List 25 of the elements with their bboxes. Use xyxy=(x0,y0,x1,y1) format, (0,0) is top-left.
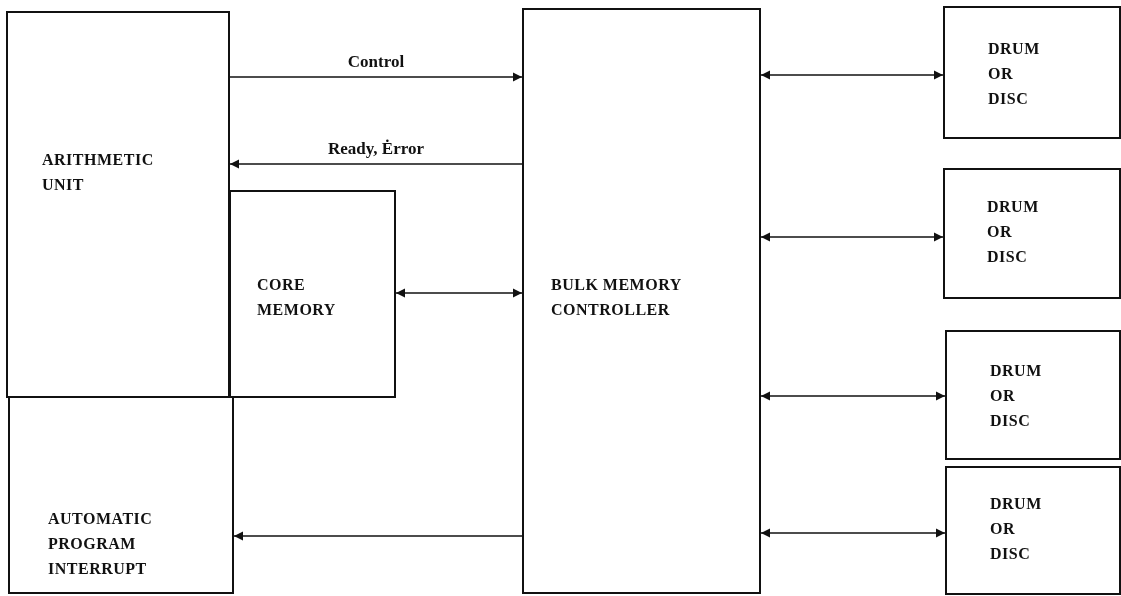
block-box xyxy=(8,396,234,594)
block-box xyxy=(522,8,761,594)
arrow xyxy=(229,159,523,169)
block-box xyxy=(943,168,1121,299)
block-label: CORE MEMORY xyxy=(257,275,337,320)
block-box xyxy=(943,6,1121,139)
block-label: DRUM OR DISC xyxy=(990,494,1043,564)
block-box xyxy=(6,11,230,398)
arrow xyxy=(760,232,944,242)
block-label: DRUM OR DISC xyxy=(988,39,1041,109)
arrow xyxy=(233,531,523,541)
block-label: BULK MEMORY CONTROLLER xyxy=(551,275,683,320)
edge-label: Ready, Ėrror xyxy=(325,139,427,159)
arrow xyxy=(760,528,946,538)
block-label: DRUM OR DISC xyxy=(990,361,1043,431)
block-label: ARITHMETIC UNIT xyxy=(42,150,155,195)
arrow xyxy=(229,72,523,82)
arrow xyxy=(760,70,944,80)
block-box xyxy=(229,190,396,398)
arrow xyxy=(395,288,523,298)
block-box xyxy=(945,466,1121,595)
arrow xyxy=(760,391,946,401)
block-box xyxy=(945,330,1121,460)
block-label: DRUM OR DISC xyxy=(987,197,1040,267)
block-label: AUTOMATIC PROGRAM INTERRUPT xyxy=(48,509,154,579)
